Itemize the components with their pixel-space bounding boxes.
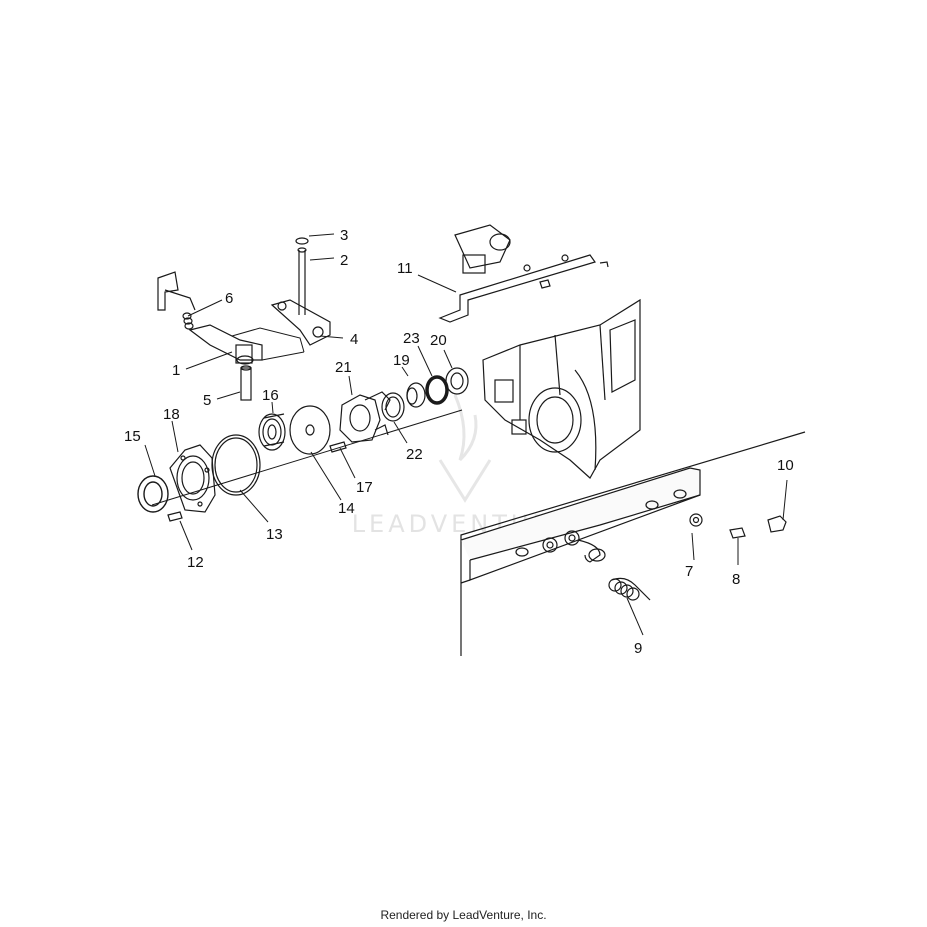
callout-9: 9	[634, 640, 642, 657]
shift-arm-part-6	[157, 271, 196, 330]
callout-3: 3	[340, 227, 348, 244]
callout-11: 11	[397, 260, 413, 277]
callout-labels: 1 2 3 4 5 6 7 8 9 10 11 12 13 14 15 16 1…	[124, 227, 794, 657]
snap-ring-part-13	[211, 434, 261, 496]
shaft-axis-line	[151, 409, 463, 506]
callout-5: 5	[203, 392, 211, 409]
footer-credit: Rendered by LeadVenture, Inc.	[380, 908, 547, 922]
shoulder-bolt-icon	[767, 515, 787, 533]
bolt-part-17	[329, 441, 347, 453]
shift-pin-part-5	[240, 365, 252, 401]
leader-lines	[144, 233, 788, 636]
bushing-part-22	[381, 392, 405, 422]
seal-part-15	[137, 475, 169, 513]
snap-ring-part-23	[425, 375, 449, 405]
callout-13: 13	[266, 526, 283, 543]
callout-8: 8	[732, 571, 740, 588]
callout-2: 2	[340, 252, 348, 269]
callout-7: 7	[685, 563, 693, 580]
callout-19: 19	[393, 352, 410, 369]
callout-16: 16	[262, 387, 279, 404]
assembly-outline	[231, 327, 305, 361]
inset-panel	[460, 431, 806, 656]
housing-part-18	[169, 444, 216, 513]
washer-part-20	[445, 367, 469, 395]
washer-icon	[689, 513, 703, 527]
shift-fork-part-1	[188, 324, 263, 365]
callout-1: 1	[172, 362, 180, 379]
callout-18: 18	[163, 406, 180, 423]
engine-case	[482, 298, 641, 479]
callout-17: 17	[356, 479, 373, 496]
callout-14: 14	[338, 500, 355, 517]
collar-part-19	[406, 382, 426, 408]
lever-part-4	[270, 299, 331, 346]
callout-10: 10	[777, 457, 794, 474]
spring-icon	[182, 312, 194, 330]
bolt-part-12	[167, 511, 183, 522]
callout-23: 23	[403, 330, 420, 347]
callout-12: 12	[187, 554, 204, 571]
shift-actuator-assembly	[438, 224, 609, 323]
callout-20: 20	[430, 332, 447, 349]
callout-15: 15	[124, 428, 141, 445]
spring-icon	[608, 577, 651, 601]
watermark-logo-icon	[438, 394, 492, 503]
callout-21: 21	[335, 359, 352, 376]
callout-4: 4	[350, 331, 358, 348]
o-ring-part-3	[295, 237, 309, 245]
shaft-part-2	[297, 247, 307, 315]
bearing-part-16	[258, 413, 286, 451]
shim-part-14	[289, 405, 331, 455]
bolt-icon	[729, 527, 746, 539]
callout-6: 6	[225, 290, 233, 307]
callout-22: 22	[406, 446, 423, 463]
